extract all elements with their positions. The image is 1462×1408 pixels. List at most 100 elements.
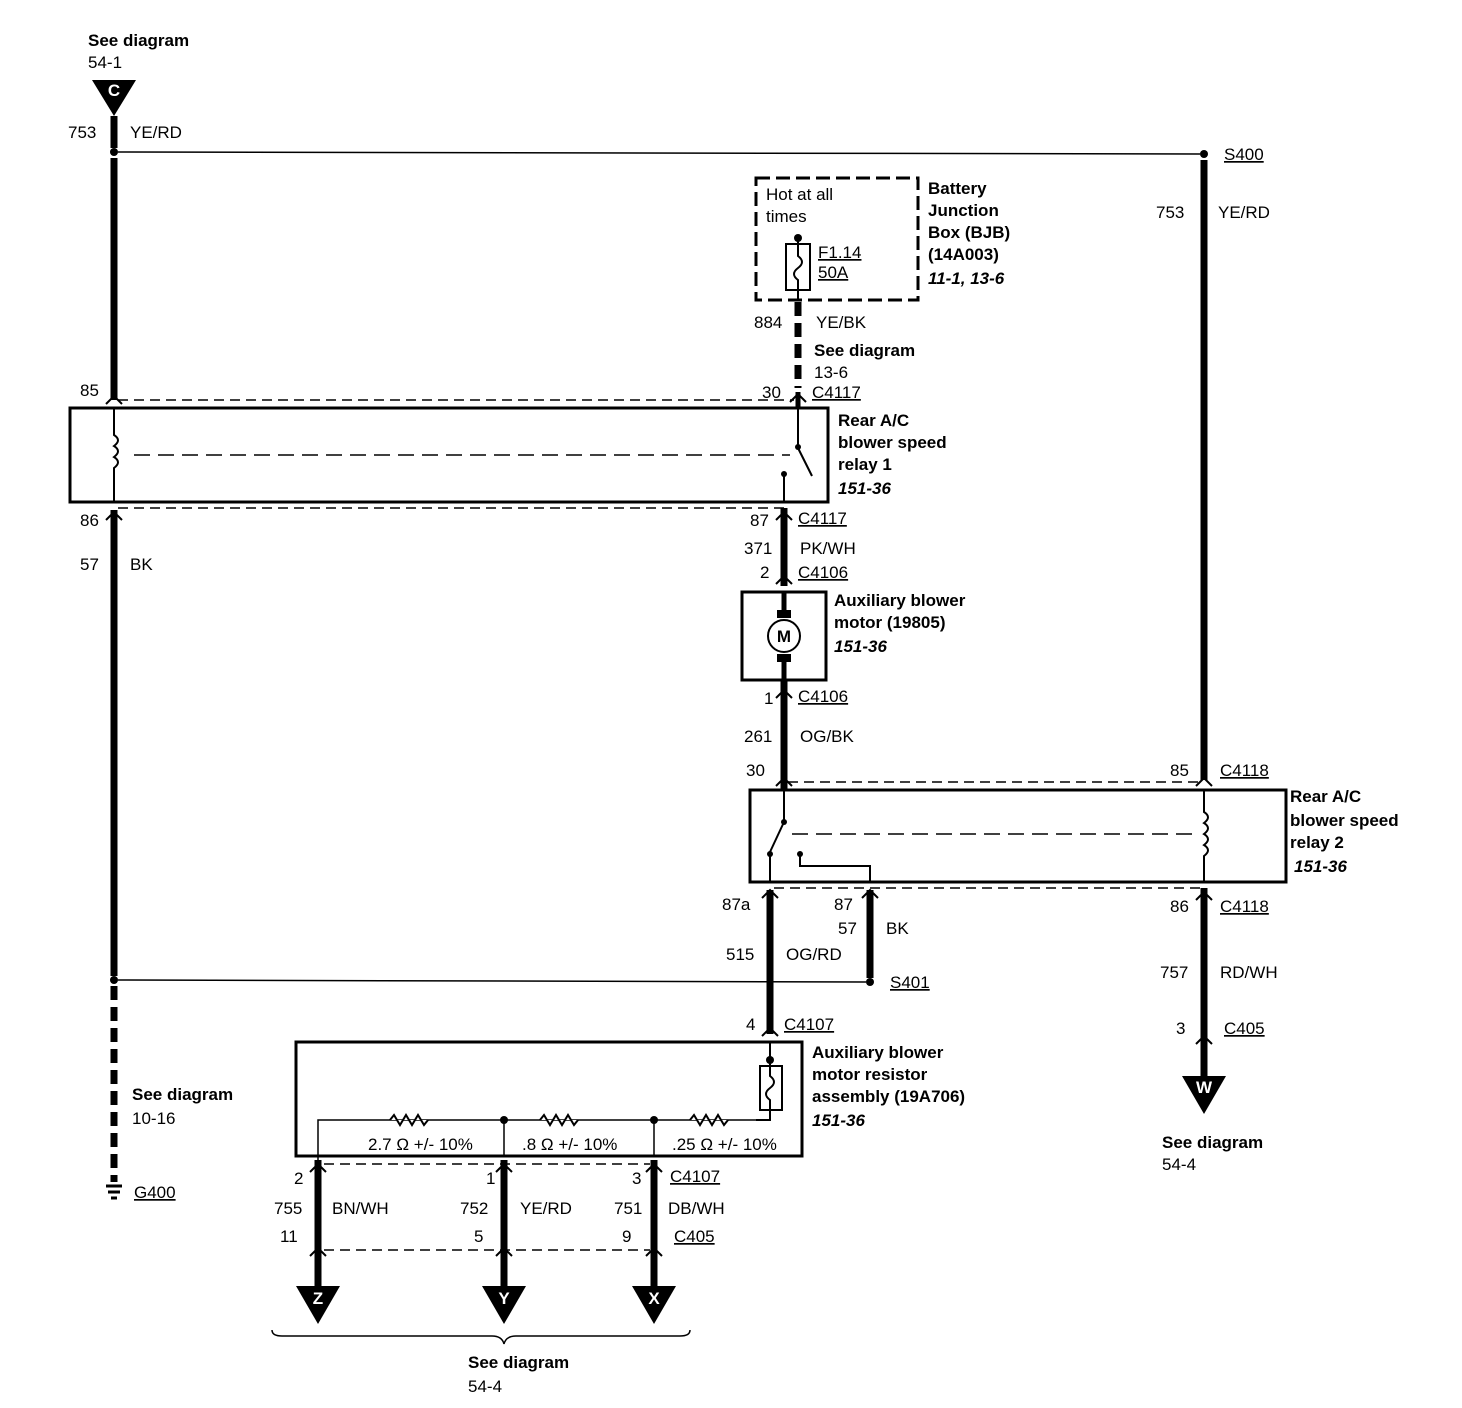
wire-515-color: OG/RD: [786, 945, 842, 964]
reference-right-bottom-page: 54-4: [1162, 1155, 1196, 1174]
c405-pin-5-connector-icon: [495, 1246, 513, 1257]
reference-ground: See diagram 10-16: [132, 1085, 233, 1128]
resistor-title-3: assembly (19A706): [812, 1087, 965, 1106]
wire-753-left-circuit: 753: [68, 123, 96, 142]
reference-bottom-label: See diagram: [468, 1353, 569, 1372]
bjb-hot-text-1: Hot at all: [766, 185, 833, 204]
relay2-pin-30-connector-icon: [775, 776, 793, 787]
wire-753-left-color: YE/RD: [130, 123, 182, 142]
wire-57-left-color: BK: [130, 555, 153, 574]
wire-757-color: RD/WH: [1220, 963, 1278, 982]
wire-515-circuit: 515: [726, 945, 754, 964]
reference-top-label: See diagram: [88, 31, 189, 50]
resistor-assembly-box: [294, 1040, 804, 1158]
reference-fuse-feed-label: See diagram: [814, 341, 915, 360]
motor-brush-bottom: [777, 654, 791, 662]
c405-pin-3: 3: [1176, 1019, 1185, 1038]
bjb-title-3: Box (BJB): [928, 223, 1010, 242]
wire-57-mid-color: BK: [886, 919, 909, 938]
relay2-pin-30: 30: [746, 761, 765, 780]
splice-dot-s400-left: [110, 148, 118, 156]
wire-57-left-circuit: 57: [80, 555, 99, 574]
splice-s400-label: S400: [1224, 145, 1264, 164]
resistor-value-1: 2.7 Ω +/- 10%: [368, 1135, 473, 1154]
resistor-connector-top: C4107: [784, 1015, 834, 1034]
relay1-title-1: Rear A/C: [838, 411, 909, 430]
motor-pin-2: 2: [760, 563, 769, 582]
relay2-pin-85-connector-icon: [1195, 776, 1213, 787]
relay2-title-3: relay 2: [1290, 833, 1344, 852]
arrow-down-icon: [92, 80, 136, 116]
splice-s401-label: S401: [890, 973, 930, 992]
arrow-w-label: W: [1196, 1078, 1213, 1097]
fuse-element-icon: [793, 238, 803, 300]
wire-57-mid-circuit: 57: [838, 919, 857, 938]
connector-arrow-y: Y: [482, 1286, 526, 1324]
splice-line-s401: [117, 979, 867, 983]
relay2-connector-top: C4118: [1220, 761, 1269, 780]
relay1-box: [68, 406, 830, 504]
motor-title-2: motor (19805): [834, 613, 945, 632]
connector-arrow-x: X: [632, 1286, 676, 1324]
wire-371-circuit: 371: [744, 539, 772, 558]
reference-top-page: 54-1: [88, 53, 122, 72]
motor-connector-top: C4106: [798, 563, 848, 582]
c405-connector-bottom: C405: [674, 1227, 715, 1246]
relay2-switch-icon: [769, 821, 785, 853]
relay1-title-2: blower speed: [838, 433, 947, 452]
arrow-down-icon: [296, 1286, 340, 1324]
relay1-common-dot: [795, 444, 801, 450]
arrow-down-icon: [482, 1286, 526, 1324]
reference-right-bottom-label: See diagram: [1162, 1133, 1263, 1152]
relay2: Rear A/C blower speed relay 2 151-36: [748, 781, 1399, 889]
relay2-no-output: [799, 854, 871, 882]
motor-pin-1: 1: [764, 689, 773, 708]
wire-757-circuit: 757: [1160, 963, 1188, 982]
relay2-pin-86: 86: [1170, 897, 1189, 916]
relay2-pin-87: 87: [834, 895, 853, 914]
resistor-pin-4-connector-icon: [761, 1026, 779, 1037]
wire-755-color: BN/WH: [332, 1199, 389, 1218]
wire-261-color: OG/BK: [800, 727, 855, 746]
resistor-pin-2: 2: [294, 1169, 303, 1188]
relay1-connector-top: C4117: [812, 383, 861, 402]
c405-connector-right: C405: [1224, 1019, 1265, 1038]
wire-751-circuit: 751: [614, 1199, 642, 1218]
reference-fuse-feed-page: 13-6: [814, 363, 848, 382]
bottom-brace-icon: [271, 1329, 691, 1345]
arrow-down-icon: [1182, 1076, 1226, 1114]
wire-753-right-color: YE/RD: [1218, 203, 1270, 222]
bjb-box: [754, 176, 920, 302]
c405-pin-11-connector-icon: [309, 1246, 327, 1257]
arrow-x-label: X: [648, 1289, 660, 1308]
relay2-title-2: blower speed: [1290, 811, 1399, 830]
motor-ref: 151-36: [834, 637, 887, 656]
arrow-down-icon: [632, 1286, 676, 1324]
wire-752-color: YE/RD: [520, 1199, 572, 1218]
wire-884-circuit: 884: [754, 313, 782, 332]
reference-ground-page: 10-16: [132, 1109, 175, 1128]
bjb-ref: 11-1, 13-6: [928, 269, 1005, 288]
resistor-pin-4: 4: [746, 1015, 755, 1034]
resistor-assembly: 2.7 Ω +/- 10% .8 Ω +/- 10% .25 Ω +/- 10%…: [294, 1040, 965, 1160]
arrow-c-label: C: [108, 81, 120, 100]
resistor-icon-2: [539, 1113, 579, 1127]
resistor-value-3: .25 Ω +/- 10%: [672, 1135, 777, 1154]
battery-junction-box: Hot at all times F1.14 50A Battery Junct…: [754, 176, 1010, 302]
relay2-connector-bottom: C4118: [1220, 897, 1269, 916]
c405-pin-11: 11: [280, 1227, 298, 1246]
auxiliary-blower-motor: M Auxiliary blower motor (19805) 151-36: [740, 590, 966, 682]
resistor-connector-bottom: C4107: [670, 1167, 720, 1186]
motor-pin-2-connector-icon: [775, 574, 793, 585]
relay1-connector-bottom: C4117: [798, 509, 847, 528]
wire-752-circuit: 752: [460, 1199, 488, 1218]
wire-371-color: PK/WH: [800, 539, 856, 558]
motor-icon: [767, 619, 801, 653]
resistor-icon-3: [689, 1113, 729, 1127]
wire-753-right-circuit: 753: [1156, 203, 1184, 222]
resistor-title-2: motor resistor: [812, 1065, 928, 1084]
arrow-z-label: Z: [313, 1289, 323, 1308]
resistor-pin-1: 1: [486, 1169, 495, 1188]
relay1: Rear A/C blower speed relay 1 151-36: [68, 399, 947, 509]
motor-brush-top: [777, 610, 791, 618]
